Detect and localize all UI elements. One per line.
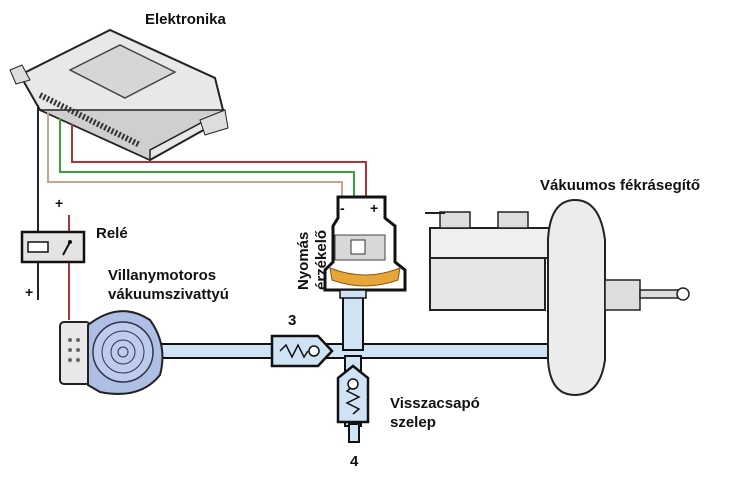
vacuum-pump xyxy=(59,310,164,395)
label-pump-line1: Villanymotoros xyxy=(108,267,216,284)
relay xyxy=(20,230,86,264)
label-sensor-line1: Nyomás xyxy=(295,232,312,290)
relay-plus-bottom: + xyxy=(25,284,33,300)
sensor-minus: - xyxy=(340,200,345,216)
label-check-valve-line1: Visszacsapó xyxy=(390,395,480,412)
label-sensor-line2: érzékelő xyxy=(313,230,330,290)
pressure-sensor xyxy=(323,195,407,299)
electronics-unit xyxy=(9,28,229,162)
label-sensor: Nyomás érzékelő xyxy=(295,230,330,290)
label-check-valve-line2: szelep xyxy=(390,414,436,431)
label-booster: Vákuumos fékrásegítő xyxy=(540,177,700,194)
relay-plus-top: + xyxy=(55,195,63,211)
label-electronics: Elektronika xyxy=(145,11,227,28)
vacuum-brake-booster xyxy=(425,198,690,397)
label-relay: Relé xyxy=(96,225,128,242)
label-valve-3: 3 xyxy=(288,312,296,329)
sensor-plus: + xyxy=(370,200,378,216)
check-valve-4 xyxy=(336,364,370,424)
label-pump-line2: vákuumszivattyú xyxy=(108,286,229,303)
check-valve-3 xyxy=(270,334,334,368)
label-outlet-4: 4 xyxy=(350,453,359,470)
